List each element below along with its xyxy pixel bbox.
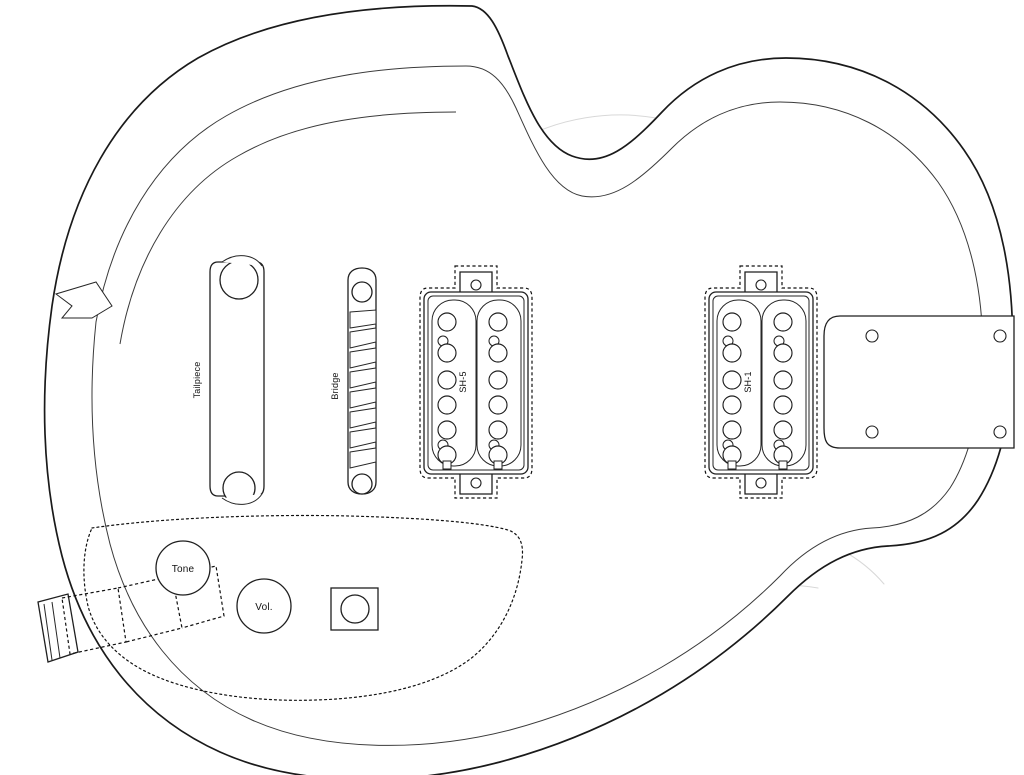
tone-knob-label: Tone <box>172 564 195 575</box>
bridge-pickup-route <box>419 265 533 499</box>
volume-knob-circle <box>236 578 292 634</box>
tailpiece-stud-hole <box>219 260 259 300</box>
neck-pocket-plate <box>823 315 1015 449</box>
bridge-pickup: SH-5 <box>419 265 533 499</box>
switch-hole <box>340 594 370 624</box>
bridge-post-hole <box>351 473 373 495</box>
volume-knob-label: Vol. <box>255 602 272 613</box>
tone-knob-circle <box>155 540 211 596</box>
neck-pickup-label: SH-1 <box>743 371 753 392</box>
neck-pickup-route <box>704 265 818 499</box>
volume-knob: Vol. <box>236 578 292 634</box>
toggle-switch-plate <box>330 587 379 631</box>
bridge-pickup-label: SH-5 <box>458 371 468 392</box>
neck-screw-hole <box>865 425 879 439</box>
neck-screw-hole <box>993 329 1007 343</box>
control-cavity-outline <box>83 514 524 701</box>
bridge-label: Bridge <box>330 372 340 399</box>
body-edge-notch <box>54 281 113 319</box>
bridge: Bridge <box>330 267 377 495</box>
bridge-post-hole <box>351 281 373 303</box>
output-jack <box>37 565 225 663</box>
tone-knob: Tone <box>155 540 211 596</box>
neck-screw-hole <box>865 329 879 343</box>
bridge-saddles <box>349 309 377 469</box>
tailpiece-label: Tailpiece <box>192 362 202 399</box>
tailpiece: Tailpiece <box>192 255 265 505</box>
neck-pickup: SH-1 <box>704 265 818 499</box>
neck-screw-hole <box>993 425 1007 439</box>
